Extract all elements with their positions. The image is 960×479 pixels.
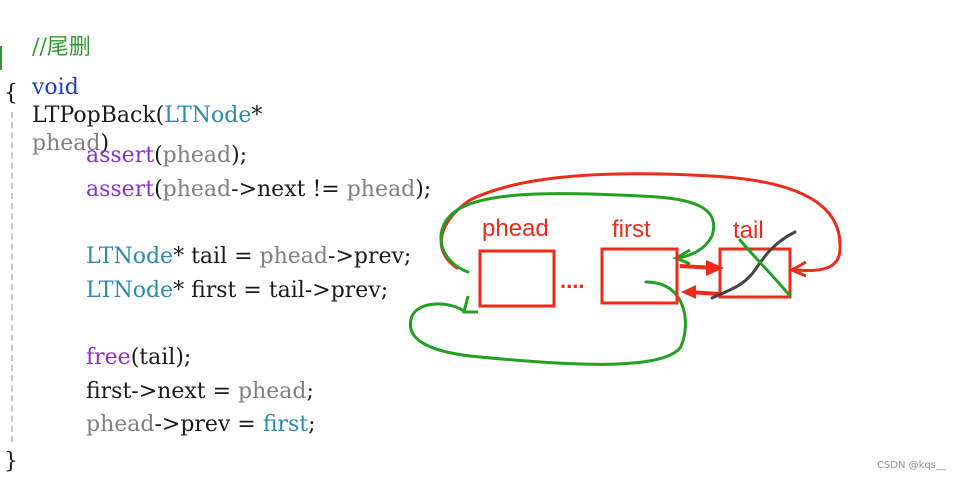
comment-line: //尾删 xyxy=(4,6,91,90)
paren-close: ); xyxy=(175,345,192,370)
pointer-star: * xyxy=(251,103,263,128)
paren-close: ) xyxy=(100,131,110,156)
expr: ->prev; xyxy=(328,244,412,269)
text-cursor xyxy=(0,46,2,70)
green-upper-loop xyxy=(439,192,716,274)
code-line-2: assert(phead->next != phead); xyxy=(58,148,431,232)
type-name: LTNode xyxy=(85,278,174,303)
strikeout-dark xyxy=(710,230,797,300)
first-label: first xyxy=(612,216,651,243)
code-line-3: LTNode* tail = phead->prev; xyxy=(58,215,411,299)
decl: * first = tail->prev; xyxy=(173,278,389,303)
assert-call: assert xyxy=(85,177,155,202)
type-name: LTNode xyxy=(164,103,252,128)
expr: ->prev = xyxy=(154,412,263,437)
paren: ( xyxy=(154,143,163,168)
cross-green xyxy=(738,238,792,298)
function-signature: void LTPopBack(LTNode* phead) xyxy=(4,46,262,186)
arg: phead xyxy=(162,143,232,168)
code-line-5: free(tail); xyxy=(58,316,191,400)
ellipsis: .... xyxy=(560,268,584,293)
code-line-6: first->next = phead; xyxy=(58,350,314,434)
arg: tail xyxy=(139,345,176,370)
tail-label: tail xyxy=(733,217,764,244)
param-name: phead xyxy=(31,131,101,156)
watermark: CSDN @kqs__ xyxy=(876,460,946,471)
semicolon: ; xyxy=(308,412,316,437)
arg: phead xyxy=(85,412,155,437)
paren-close: ); xyxy=(231,143,248,168)
function-name: LTPopBack xyxy=(31,103,156,128)
keyword-void: void xyxy=(31,75,79,100)
green-lower-loop xyxy=(409,280,687,366)
decl: * tail = xyxy=(173,244,260,269)
lhs: first->next = xyxy=(85,379,239,404)
paren-open: ( xyxy=(155,103,165,128)
brace-open: { xyxy=(4,81,18,106)
comment-text: //尾删 xyxy=(31,35,91,60)
arg: phead xyxy=(238,379,307,404)
code-line-7: phead->prev = first; xyxy=(58,383,316,467)
paren: ( xyxy=(130,345,140,370)
arg2: phead xyxy=(346,177,416,202)
indent-guide xyxy=(11,112,13,442)
expr: ->next != xyxy=(231,177,347,202)
paren: ( xyxy=(154,177,163,202)
code-line-1: assert(phead); xyxy=(58,114,247,198)
arg: phead xyxy=(162,177,232,202)
green-arrowhead-2 xyxy=(462,295,478,314)
code-line-4: LTNode* first = tail->prev; xyxy=(58,249,388,333)
semicolon: ; xyxy=(306,379,314,404)
assert-call: assert xyxy=(85,143,155,168)
phead-label: phead xyxy=(482,215,549,242)
tail-node xyxy=(718,247,792,299)
paren-close: ); xyxy=(415,177,432,202)
first-node xyxy=(600,247,679,305)
rhs: first xyxy=(262,412,309,437)
phead-node xyxy=(478,249,556,308)
brace-close: } xyxy=(4,449,18,474)
prev-arrowhead xyxy=(681,285,696,299)
next-arrowhead xyxy=(706,260,724,276)
type-name: LTNode xyxy=(85,244,174,269)
red-loop-arrowhead xyxy=(788,260,807,278)
arg: phead xyxy=(259,244,329,269)
free-call: free xyxy=(85,345,131,370)
